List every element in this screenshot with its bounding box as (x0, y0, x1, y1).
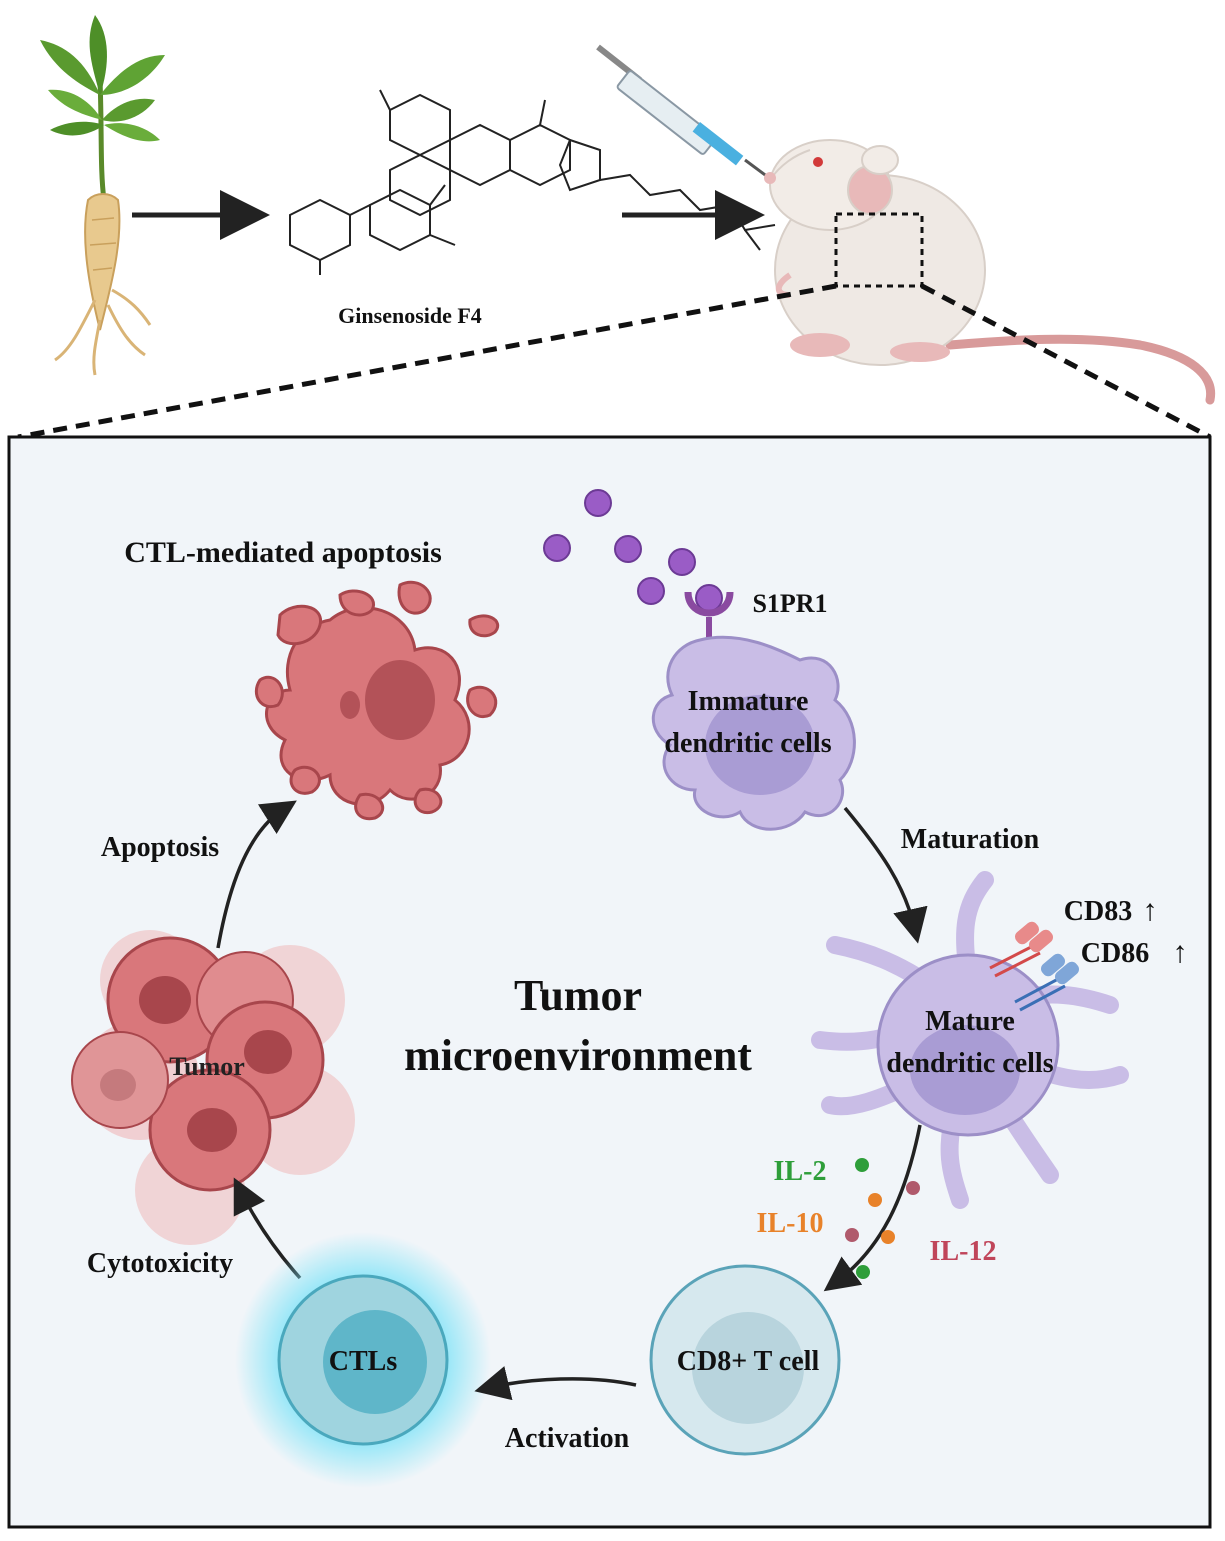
cd83-marker-icon (989, 921, 1054, 978)
cytokine-dots (845, 1158, 920, 1279)
tumor-cell-icon (71, 930, 355, 1245)
cd83-label: CD83 (1064, 896, 1132, 927)
zoom-line-left (17, 283, 837, 440)
apoptotic-cell-icon (254, 580, 499, 821)
cd86-label: CD86 (1081, 938, 1149, 969)
ginseng-plant-icon (40, 15, 165, 376)
step-maturation: Maturation (901, 824, 1040, 855)
apoptosis-title: CTL-mediated apoptosis (124, 536, 442, 569)
cytokine-il2: IL-2 (774, 1156, 827, 1187)
arrow-dc-to-tcell (823, 1124, 922, 1292)
panel-title-line1: Tumor (514, 971, 642, 1020)
zoom-line-right (920, 283, 1212, 440)
cd86-up-arrow: ↑ (1173, 936, 1188, 969)
arrow-maturation (843, 806, 928, 944)
immature-dc-label-line2: dendritic cells (664, 728, 831, 759)
cd8-t-cell-icon (649, 1264, 841, 1456)
zoom-region (834, 212, 924, 288)
step-activation: Activation (505, 1423, 630, 1454)
compound-label: Ginsenoside F4 (338, 303, 482, 328)
arrow-activation (474, 1366, 637, 1401)
tumor-label: Tumor (169, 1052, 245, 1081)
panel-title-line2: microenvironment (404, 1031, 752, 1080)
step-cytotoxicity: Cytotoxicity (87, 1248, 233, 1279)
immature-dc-icon (651, 635, 856, 831)
cd83-up-arrow: ↑ (1143, 894, 1158, 927)
mature-dc-label-line2: dendritic cells (886, 1048, 1053, 1079)
mature-dc-label-line1: Mature (925, 1006, 1015, 1037)
syringe-icon (596, 44, 773, 182)
cytokine-il12: IL-12 (930, 1236, 997, 1267)
ctl-cell-icon (235, 1232, 491, 1488)
step-apoptosis: Apoptosis (101, 832, 219, 863)
ctls-label: CTLs (329, 1346, 398, 1377)
immature-dc-label-line1: Immature (688, 686, 809, 717)
cytokine-il10: IL-10 (757, 1208, 824, 1239)
cd86-marker-icon (1014, 953, 1080, 1012)
s1pr1-label: S1PR1 (752, 589, 827, 618)
mouse-icon (764, 139, 1216, 405)
arrow-apoptosis (216, 800, 297, 949)
cd8-t-cell-label: CD8+ T cell (677, 1346, 820, 1377)
ligand-dots (543, 489, 723, 612)
ginsenoside-structure-icon (289, 89, 776, 275)
